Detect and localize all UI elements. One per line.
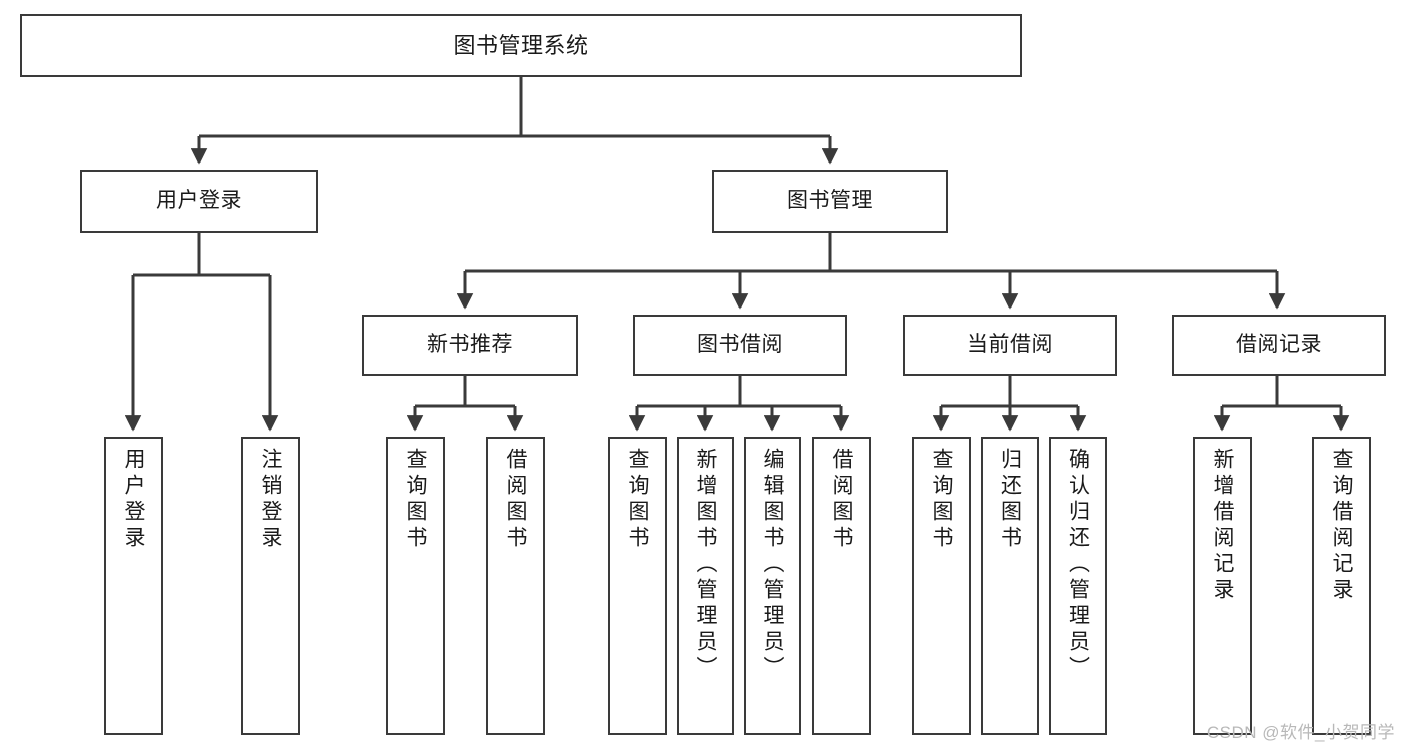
node-current-borrow[interactable]: 当前借阅 [903,315,1117,376]
node-book-borrow[interactable]: 图书借阅 [633,315,847,376]
node-user-login[interactable]: 用户登录 [80,170,318,233]
leaf-book-borrow-2-label: 新增图书（管理员） [694,448,717,682]
leaf-current-borrow-1[interactable]: 查询图书 [912,437,971,735]
leaf-user-login-2-label: 注销登录 [259,448,282,552]
node-root[interactable]: 图书管理系统 [20,14,1022,77]
node-book-manage[interactable]: 图书管理 [712,170,948,233]
leaf-user-login-1-label: 用户登录 [122,448,145,552]
leaf-borrow-record-2[interactable]: 查询借阅记录 [1312,437,1371,735]
leaf-book-borrow-4-label: 借阅图书 [830,448,853,552]
node-new-book-recommend-label: 新书推荐 [427,333,513,357]
node-borrow-record-label: 借阅记录 [1236,333,1322,357]
leaf-new-book-2-label: 借阅图书 [504,448,527,552]
leaf-current-borrow-3-label: 确认归还（管理员） [1066,448,1090,682]
leaf-current-borrow-2-label: 归还图书 [998,448,1022,552]
leaf-book-borrow-3-label: 编辑图书（管理员） [761,448,784,682]
node-current-borrow-label: 当前借阅 [967,333,1053,357]
leaf-book-borrow-2[interactable]: 新增图书（管理员） [677,437,734,735]
leaf-book-borrow-1-label: 查询图书 [626,448,649,552]
leaf-book-borrow-4[interactable]: 借阅图书 [812,437,871,735]
leaf-borrow-record-2-label: 查询借阅记录 [1330,448,1353,604]
leaf-new-book-1-label: 查询图书 [404,448,427,552]
leaf-user-login-2[interactable]: 注销登录 [241,437,300,735]
node-root-label: 图书管理系统 [453,32,589,58]
node-book-manage-label: 图书管理 [787,189,873,213]
node-new-book-recommend[interactable]: 新书推荐 [362,315,578,376]
node-user-login-label: 用户登录 [156,189,242,213]
leaf-user-login-1[interactable]: 用户登录 [104,437,163,735]
leaf-current-borrow-3[interactable]: 确认归还（管理员） [1049,437,1107,735]
leaf-book-borrow-1[interactable]: 查询图书 [608,437,667,735]
node-book-borrow-label: 图书借阅 [697,333,783,357]
leaf-new-book-1[interactable]: 查询图书 [386,437,445,735]
csdn-watermark: CSDN @软件_小贺同学 [1206,723,1395,742]
leaf-borrow-record-1-label: 新增借阅记录 [1211,448,1234,604]
leaf-new-book-2[interactable]: 借阅图书 [486,437,545,735]
node-borrow-record[interactable]: 借阅记录 [1172,315,1386,376]
leaf-book-borrow-3[interactable]: 编辑图书（管理员） [744,437,801,735]
leaf-borrow-record-1[interactable]: 新增借阅记录 [1193,437,1252,735]
leaf-current-borrow-1-label: 查询图书 [930,448,953,552]
leaf-current-borrow-2[interactable]: 归还图书 [981,437,1039,735]
